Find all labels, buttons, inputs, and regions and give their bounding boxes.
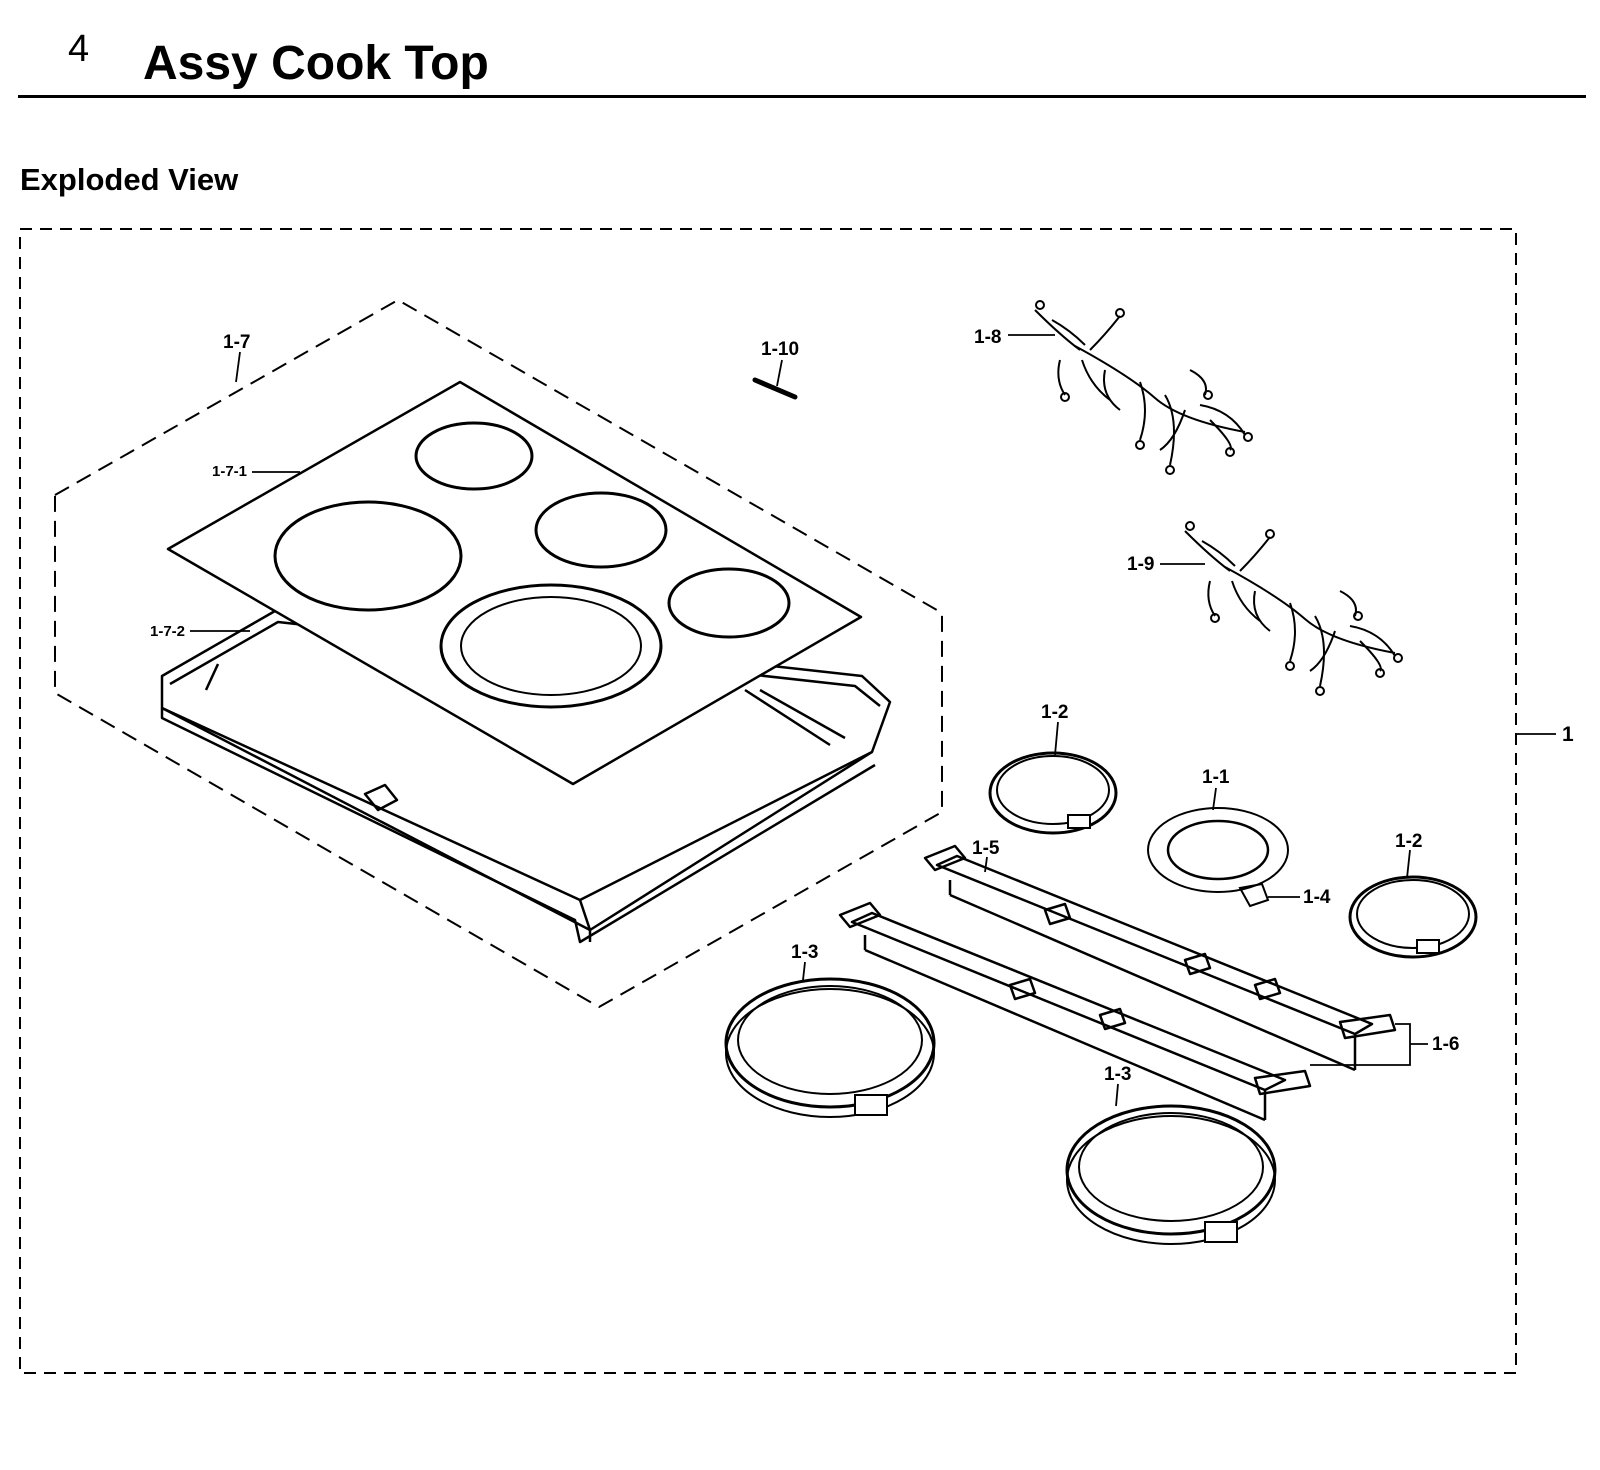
glass-cooktop [166,380,863,786]
burner-ring-large [724,977,936,1118]
wire-harness-lower [1184,521,1403,696]
callout-1-7-1: 1-7-1 [212,463,247,480]
callout-1-4: 1-4 [1303,887,1331,908]
burner-circle [439,583,663,709]
support-bracket-upper [923,844,1397,1072]
section-number: 4 [68,28,90,70]
burner-circle [667,567,791,639]
burner-ring-small [1348,875,1478,959]
burner-circle [414,421,534,491]
burner-circle [534,491,668,569]
burner-inner-circle [460,596,642,696]
callout-1-5: 1-5 [972,838,1000,859]
leader-lines [190,334,1556,1107]
burner-ring-small [988,751,1118,835]
title-rule [18,95,1586,98]
callout-1-7: 1-7 [223,332,250,353]
callout-1-9: 1-9 [1127,554,1154,575]
callout-1-6: 1-6 [1432,1034,1459,1055]
callout-1-2-lower: 1-2 [1395,831,1422,852]
callout-1-2-upper: 1-2 [1041,702,1068,723]
callout-1-3-left: 1-3 [791,942,818,963]
callout-1-7-2: 1-7-2 [150,623,185,640]
callout-1: 1 [1562,723,1574,746]
callout-1-3-right: 1-3 [1104,1064,1131,1085]
callout-1-1: 1-1 [1202,767,1230,788]
burner-circle [273,500,463,612]
limiter-ring [1147,807,1289,893]
section-subtitle: Exploded View [20,162,239,197]
pin-part [752,377,798,400]
callout-1-8: 1-8 [974,327,1001,348]
page-title: Assy Cook Top [143,37,489,90]
callout-1-10: 1-10 [761,339,799,360]
wire-harness-upper [1034,300,1253,475]
burner-ring-large [1065,1104,1277,1245]
clip-part [1238,882,1270,908]
support-bracket-lower [838,901,1312,1122]
assembly-boundary [19,228,1517,1374]
